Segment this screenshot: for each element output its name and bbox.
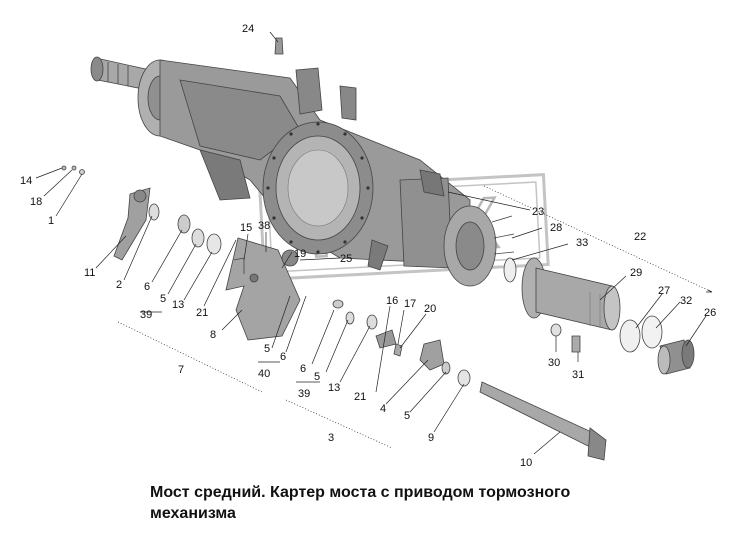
callout-40: 40 xyxy=(258,368,270,380)
bracket-8 xyxy=(225,237,301,341)
callout-16: 16 xyxy=(386,295,398,307)
callout-13a: 13 xyxy=(172,299,184,311)
callout-27: 27 xyxy=(658,285,670,297)
caption-line-2: механизма xyxy=(150,505,236,522)
callout-3: 3 xyxy=(328,432,334,444)
callout-22: 22 xyxy=(634,231,646,243)
callout-6a: 6 xyxy=(144,281,150,293)
callout-5b: 5 xyxy=(264,343,270,355)
axle-tube-29 xyxy=(521,257,621,331)
camshaft-10 xyxy=(479,381,607,461)
callout-2: 2 xyxy=(116,279,122,291)
caption-line-1: Мост средний. Картер моста с приводом то… xyxy=(150,484,571,501)
callout-21b: 21 xyxy=(354,391,366,403)
figure-caption: Мост средний. Картер моста с приводом то… xyxy=(150,482,670,524)
callout-25: 25 xyxy=(340,253,352,265)
callout-28: 28 xyxy=(550,222,562,234)
leader-lines xyxy=(35,31,707,455)
callout-26: 26 xyxy=(704,307,716,319)
callout-19: 19 xyxy=(294,248,306,260)
rings-27-32 xyxy=(619,315,663,353)
breather-24 xyxy=(274,37,284,55)
callout-30: 30 xyxy=(548,357,560,369)
callout-5d: 5 xyxy=(404,410,410,422)
callout-15: 15 xyxy=(240,222,252,234)
washers-row xyxy=(148,203,222,255)
callout-4: 4 xyxy=(380,403,386,415)
nut-washer-30-31 xyxy=(550,323,581,353)
callout-labels: 24 14 18 1 11 2 6 5 13 39 21 15 38 19 25… xyxy=(20,23,716,469)
small-parts-left xyxy=(61,165,85,175)
callout-39a: 39 xyxy=(140,309,152,321)
callout-23: 23 xyxy=(532,206,544,218)
callout-7: 7 xyxy=(178,364,184,376)
callout-5c: 5 xyxy=(314,371,320,383)
callout-13b: 13 xyxy=(328,382,340,394)
callout-6c: 6 xyxy=(300,363,306,375)
callout-32: 32 xyxy=(680,295,692,307)
callout-21a: 21 xyxy=(196,307,208,319)
callout-24: 24 xyxy=(242,23,254,35)
callout-29: 29 xyxy=(630,267,642,279)
callout-33: 33 xyxy=(576,237,588,249)
callout-20: 20 xyxy=(424,303,436,315)
ring-26 xyxy=(657,339,695,375)
callout-5a: 5 xyxy=(160,293,166,305)
parts-center xyxy=(332,299,471,387)
callout-9: 9 xyxy=(428,432,434,444)
callout-11: 11 xyxy=(84,267,95,279)
slack-adjuster-11 xyxy=(113,187,151,261)
group-lines xyxy=(117,185,713,449)
callout-38: 38 xyxy=(258,220,270,232)
callout-17: 17 xyxy=(404,298,416,310)
callout-8: 8 xyxy=(210,329,216,341)
callout-10: 10 xyxy=(520,457,532,469)
seal-33 xyxy=(503,257,517,283)
callout-14: 14 xyxy=(20,175,32,187)
callout-1: 1 xyxy=(48,215,54,227)
callout-31: 31 xyxy=(572,369,584,381)
axle-housing xyxy=(90,56,515,287)
callout-18: 18 xyxy=(30,196,42,208)
callout-39b: 39 xyxy=(298,388,310,400)
callout-6b: 6 xyxy=(280,351,286,363)
